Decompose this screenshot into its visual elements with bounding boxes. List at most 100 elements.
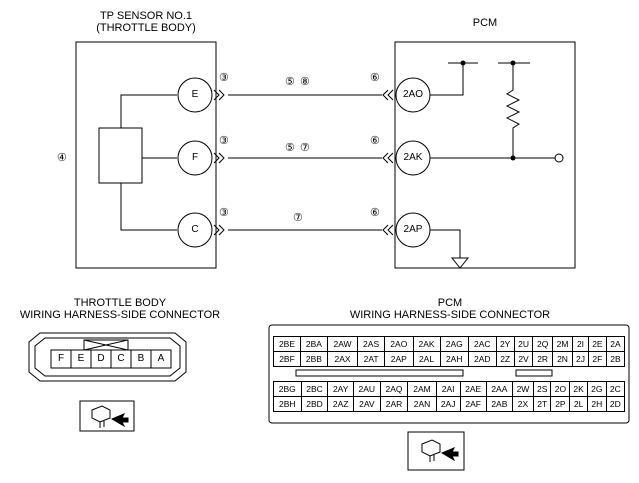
terminal-c-label: C (191, 224, 199, 235)
terminal-f-circle (177, 140, 213, 176)
throttle-connector-title-line2: WIRING HARNESS-SIDE CONNECTOR (19, 309, 221, 321)
pcm-pin-cell: 2P (550, 396, 571, 412)
pcm-pin-cell: 2E (587, 336, 607, 352)
pcm-pin-cell: 2AA (485, 381, 513, 397)
pcm-pin-cell: 2BG (273, 381, 302, 397)
pcm-pin-cell: 2B (605, 351, 626, 367)
pcm-connector-title-line1: PCM (437, 297, 463, 309)
callout-6: ⑥ (370, 207, 380, 219)
junction-dot (460, 60, 466, 66)
pcm-pin-cell: 2AL (412, 351, 441, 367)
tp-sensor-title-line1: TP SENSOR NO.1 (99, 10, 193, 22)
pcm-pin-cell: 2AU (352, 381, 381, 397)
throttle-pin: E (77, 353, 85, 364)
pcm-pin-cell: 2D (605, 396, 626, 412)
terminal-c-circle (177, 212, 213, 248)
signal-terminal (554, 153, 564, 163)
pcm-pin-cell: 2AQ (379, 381, 409, 397)
terminal-2ap-label: 2AP (403, 224, 423, 235)
pcm-pin-cell: 2BD (300, 396, 329, 412)
sensor-element (98, 127, 143, 184)
pcm-pin-cell: 2S (532, 381, 552, 397)
pcm-pin-cell: 2AZ (327, 396, 354, 412)
tp-sensor-title: TP SENSOR NO.1 (THROTTLE BODY) (76, 10, 216, 34)
pcm-pin-cell: 2U (513, 336, 534, 352)
callout-4: ④ (57, 152, 67, 164)
pcm-pin-cell: 2Z (495, 351, 515, 367)
pcm-pin-cell: 2AX (326, 351, 359, 367)
callout-6: ⑥ (370, 135, 380, 147)
pcm-pin-cell: 2C (605, 381, 626, 397)
callout-7: ⑦ (293, 212, 303, 224)
throttle-connector-drawing (28, 332, 187, 382)
throttle-pin: D (97, 353, 105, 364)
pcm-pin-cell: 2AV (352, 396, 381, 412)
ground-symbol (450, 257, 470, 269)
pcm-pin-cell: 2AO (384, 336, 414, 352)
callout-5: ⑤ (285, 76, 295, 88)
pcm-pin-cell: 2T (532, 396, 552, 412)
terminal-e-circle (177, 77, 213, 113)
pcm-pin-cell: 2AT (357, 351, 386, 367)
tp-sensor-title-line2: (THROTTLE BODY) (96, 22, 196, 34)
pcm-pin-cell: 2AJ (435, 396, 461, 412)
pcm-pin-cell: 2BH (273, 396, 302, 412)
pcm-pin-cell: 2G (586, 381, 607, 397)
pcm-pin-cell: 2AB (485, 396, 513, 412)
pcm-connector-chevrons (382, 89, 394, 236)
pcm-pin-cell: 2BC (300, 381, 329, 397)
callout-3: ③ (219, 135, 229, 147)
pcm-pin-cell: 2I (572, 336, 589, 352)
pcm-connector-title: PCM WIRING HARNESS-SIDE CONNECTOR (320, 297, 580, 321)
pcm-pin-cell: 2J (572, 351, 589, 367)
throttle-pin: C (117, 353, 125, 364)
pcm-pin-cell: 2N (551, 351, 574, 367)
pcm-pin-cell: 2BA (299, 336, 328, 352)
pcm-pin-cell: 2X (511, 396, 534, 412)
pcm-pin-cell: 2AN (407, 396, 437, 412)
pcm-pin-cell: 2AP (384, 351, 414, 367)
pcm-pin-cell: 2Y (495, 336, 515, 352)
callout-7: ⑦ (300, 142, 310, 154)
terminal-2ao-label: 2AO (402, 89, 423, 100)
pcm-pin-cell: 2AG (439, 336, 469, 352)
throttle-connector-title: THROTTLE BODY WIRING HARNESS-SIDE CONNEC… (0, 297, 240, 321)
pcm-pin-cell: 2AR (379, 396, 409, 412)
callout-3: ③ (219, 207, 229, 219)
pcm-connector-outline (268, 324, 630, 424)
pcm-wire-2ao (430, 63, 464, 96)
pcm-wire-2ap (430, 229, 461, 258)
plug-icon-pcm (407, 431, 465, 471)
pcm-pin-cell: 2K (569, 381, 588, 397)
pcm-pin-cell: 2AK (412, 336, 441, 352)
pcm-pin-cell: 2F (587, 351, 607, 367)
pcm-pin-cell: 2AY (327, 381, 354, 397)
pcm-pin-cell: 2AW (326, 336, 359, 352)
pcm-pin-cell: 2BB (299, 351, 328, 367)
pcm-pin-cell: 2AC (467, 336, 497, 352)
pcm-title: PCM (472, 17, 498, 29)
pcm-pin-cell: 2AI (435, 381, 461, 397)
pcm-pin-cell: 2AS (357, 336, 386, 352)
terminal-f-label: F (191, 152, 199, 163)
pcm-pin-cell: 2L (569, 396, 588, 412)
pcm-pin-cell: 2AM (407, 381, 437, 397)
callout-3: ③ (219, 72, 229, 84)
pcm-pin-cell: 2BF (273, 351, 301, 367)
pcm-box (394, 41, 576, 269)
throttle-pin: A (157, 353, 165, 364)
terminal-2ak-label: 2AK (403, 152, 423, 163)
pcm-pin-cell: 2A (605, 336, 626, 352)
pcm-pin-cell: 2AE (459, 381, 487, 397)
pcm-pin-cell: 2BE (273, 336, 301, 352)
callout-8: ⑧ (300, 76, 310, 88)
pcm-pin-cell: 2AH (439, 351, 469, 367)
pcm-pin-cell: 2AF (459, 396, 487, 412)
pcm-pin-cell: 2Q (532, 336, 553, 352)
pcm-pin-cell: 2V (513, 351, 534, 367)
